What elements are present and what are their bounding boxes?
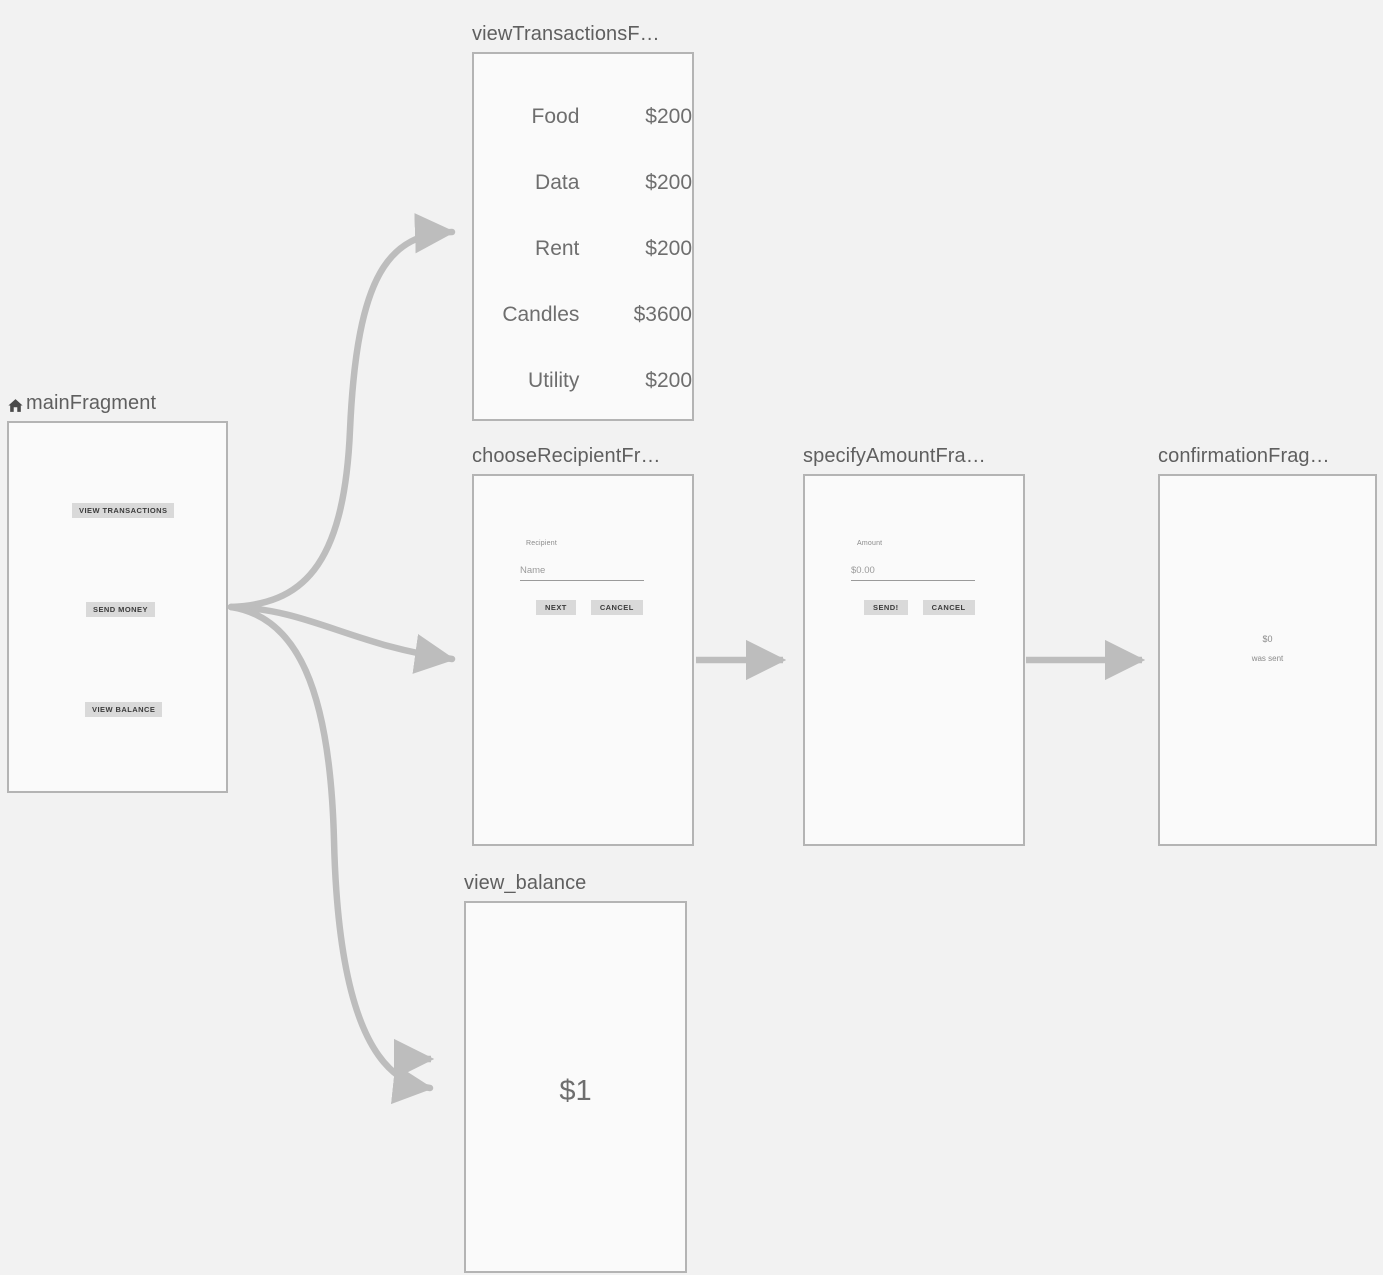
amount-input[interactable]: $0.00 [851,564,975,581]
node-confirmation-fragment[interactable]: confirmationFrag… $0 was sent [1158,445,1377,846]
node-choose-recipient-fragment[interactable]: chooseRecipientFr… Recipient Name NEXT C… [472,445,694,846]
transaction-amount: $3600 [633,303,692,326]
node-frame-confirmation: $0 was sent [1158,474,1377,846]
node-title-view-balance: view_balance [464,871,586,895]
node-title-choose-recipient: chooseRecipientFr… [472,444,661,468]
amount-field-label: Amount [857,540,883,547]
list-item: Data $200 [474,150,692,216]
cancel-button[interactable]: CANCEL [922,600,975,615]
node-frame-view-transactions: Food $200 Data $200 Rent $200 Candles $3… [472,52,694,421]
node-frame-main-fragment: VIEW TRANSACTIONS SEND MONEY VIEW BALANC… [7,421,228,793]
node-title-label: specifyAmountFra… [803,445,986,467]
node-title-label: viewTransactionsF… [472,23,660,45]
edge-main-to-view-balance [227,603,434,1105]
cancel-button[interactable]: CANCEL [590,600,643,615]
amount-button-row: SEND! CANCEL [864,600,975,615]
node-frame-specify-amount: Amount $0.00 SEND! CANCEL [803,474,1025,846]
transaction-label: Food [531,105,580,128]
confirmation-amount: $0 [1262,634,1273,644]
confirmation-message: $0 was sent [1160,632,1375,666]
node-title-label: confirmationFrag… [1158,445,1330,467]
transaction-amount: $200 [645,171,692,194]
recipient-field-label: Recipient [526,540,557,547]
node-title-main-fragment: mainFragment [7,391,156,415]
home-icon [7,396,24,413]
node-title-label: view_balance [464,872,587,894]
list-item: Rent $200 [474,216,692,282]
node-frame-view-balance: $1 [464,901,687,1273]
balance-amount: $1 [559,1075,592,1107]
node-main-fragment[interactable]: mainFragment VIEW TRANSACTIONS SEND MONE… [7,392,228,793]
recipient-name-input[interactable]: Name [520,564,644,581]
next-button[interactable]: NEXT [536,600,576,615]
transaction-label: Rent [535,237,580,260]
list-item: Food $200 [474,84,692,150]
node-frame-choose-recipient: Recipient Name NEXT CANCEL [472,474,694,846]
transaction-amount: $200 [645,237,692,260]
recipient-button-row: NEXT CANCEL [536,600,643,615]
node-view-balance-fragment[interactable]: view_balance $1 [464,872,687,1273]
view-balance-button[interactable]: VIEW BALANCE [85,702,163,717]
list-item: Candles $3600 [474,282,692,348]
transaction-label: Candles [502,303,580,326]
transactions-list: Food $200 Data $200 Rent $200 Candles $3… [474,84,692,414]
node-view-transactions-fragment[interactable]: viewTransactionsF… Food $200 Data $200 R… [472,23,694,421]
node-specify-amount-fragment[interactable]: specifyAmountFra… Amount $0.00 SEND! CAN… [803,445,1025,846]
confirmation-caption: was sent [1251,654,1284,663]
list-item: Utility $200 [474,348,692,414]
node-title-label: mainFragment [26,392,157,414]
node-title-specify-amount: specifyAmountFra… [803,444,986,468]
edge-main-to-choose-recipient [227,603,456,674]
transaction-amount: $200 [645,105,692,128]
send-money-button[interactable]: SEND MONEY [86,602,155,617]
send-button[interactable]: SEND! [864,600,908,615]
transaction-label: Utility [528,369,580,392]
view-transactions-button[interactable]: VIEW TRANSACTIONS [72,503,175,518]
transaction-label: Data [535,171,580,194]
node-title-label: chooseRecipientFr… [472,445,661,467]
node-title-view-transactions: viewTransactionsF… [472,22,660,46]
node-title-confirmation: confirmationFrag… [1158,444,1330,468]
transaction-amount: $200 [645,369,692,392]
edge-main-to-transactions [227,213,456,611]
